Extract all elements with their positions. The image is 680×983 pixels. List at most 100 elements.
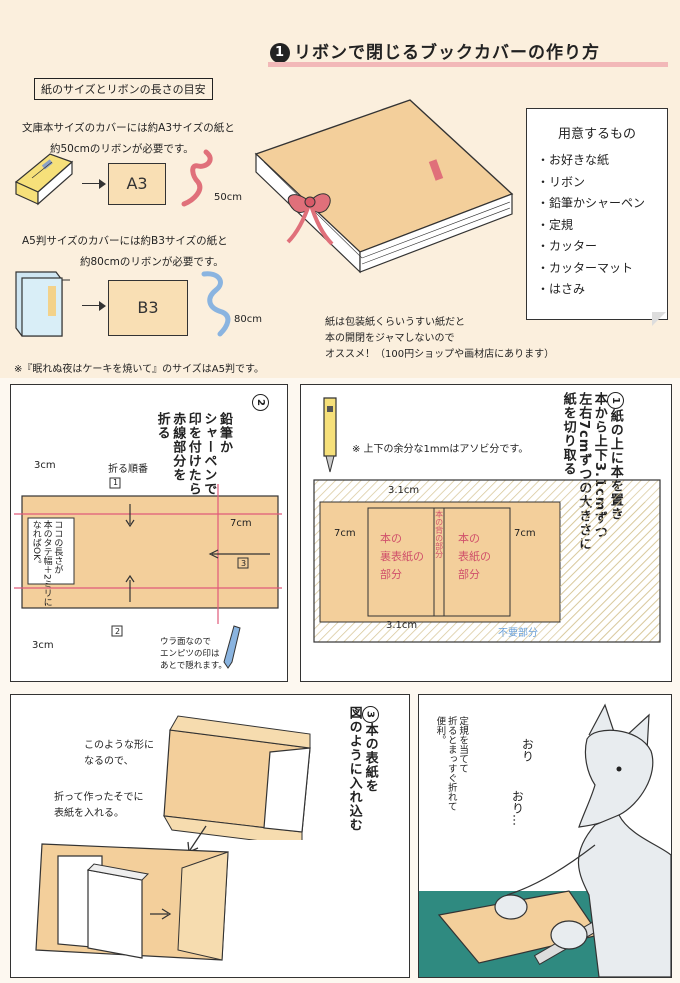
step-number-badge: 1 — [270, 43, 290, 63]
step4-tip-line: 折るとまっすぐ折れて — [445, 716, 457, 811]
footnote: ※『眠れぬ夜はケーキを焼いて』のサイズはA5判です。 — [14, 364, 264, 375]
ribbon1-length: 50cm — [214, 192, 242, 203]
step4-tip-line: 定規を当てて — [457, 716, 469, 773]
arrow-head — [99, 179, 106, 189]
inner-note-line: ココの長さが — [52, 520, 63, 574]
step1-dim-bottom: 3.1cm — [386, 620, 418, 631]
supply-item: ・定規 — [537, 217, 574, 232]
supply-item: ・鉛筆かシャーペン — [537, 196, 646, 210]
step1-text-line: 紙を切り取る — [560, 392, 576, 476]
step2-dim-right: 7cm — [230, 518, 252, 529]
step3-text-line: 図のように入れ込む — [346, 706, 362, 832]
step1-dim-left: 7cm — [334, 528, 356, 539]
a5-note-line: A5判サイズのカバーには約B3サイズの紙と — [22, 235, 228, 247]
step2-dim-top: 3cm — [34, 460, 56, 471]
step2-text-line: 印を付けたら — [185, 412, 201, 496]
supplies-list: ・お好きな紙 ・リボン ・鉛筆かシャーペン ・定規 ・カッター ・カッターマット… — [527, 150, 667, 301]
step4-tip-line: 便利。 — [434, 716, 446, 745]
step2-number-badge: 2 — [252, 394, 269, 411]
ribbon2-length: 80cm — [234, 314, 262, 325]
supply-item: ・お好きな紙 — [537, 153, 610, 167]
bunko-note: 文庫本サイズのカバーには約A3サイズの紙と 約50cmのリボンが必要です。 — [22, 120, 235, 156]
step1-note: ※ 上下の余分な1mmはアソビ分です。 — [352, 444, 529, 455]
step3-note1-line: なるので、 — [84, 756, 134, 767]
step3-note1: このような形に なるので、 — [84, 738, 154, 770]
title-underline — [268, 62, 668, 67]
blue-ribbon-icon — [201, 271, 231, 337]
fox-folding-illustration — [419, 703, 671, 977]
step4-tip: 定規を当てて 折るとまっすぐ折れて 便利。 — [434, 716, 468, 856]
supply-item: ・カッター — [537, 239, 598, 253]
front-cover-line: 表紙の — [458, 550, 491, 563]
bunko-note-line: 約50cmのリボンが必要です。 — [50, 143, 194, 155]
step2-text-line: 鉛筆か — [216, 412, 232, 454]
paper-b3-box: B3 — [108, 280, 188, 336]
inner-note-line: 本のタテ幅＋2ミリに — [41, 520, 52, 607]
step3-note2-line: 表紙を入れる。 — [54, 808, 124, 819]
step2-instructions: 鉛筆か シャーペンで 印を付けたら 赤線部分を 折る — [154, 412, 232, 532]
spine-label: 本の背の部分 — [434, 510, 444, 558]
pencil-icon — [223, 625, 241, 669]
pencil-note-line: ウラ面なので — [160, 637, 212, 647]
step1-dim-right: 7cm — [514, 528, 536, 539]
back-cover-line: 裏表紙の — [380, 550, 424, 563]
order-1: 1 — [113, 478, 119, 487]
sound-ori-1: おり — [520, 738, 535, 762]
title-text: リボンで閉じるブックカバーの作り方 — [294, 43, 600, 63]
supplies-heading: 用意するもの — [557, 127, 636, 142]
paper-note: 紙は包装紙くらいうすい紙だと 本の開閉をジャマしないので オススメ！（100円シ… — [325, 315, 554, 363]
paper-note-line: 紙は包装紙くらいうすい紙だと — [325, 317, 465, 328]
a5-note: A5判サイズのカバーには約B3サイズの紙と 約80cmのリボンが必要です。 — [22, 233, 228, 269]
step3-note1-line: このような形に — [84, 740, 154, 751]
supply-item: ・はさみ — [537, 282, 586, 296]
a5-book-illustration — [15, 271, 70, 337]
inserting-book-illustration — [35, 843, 229, 961]
pencil-note: ウラ面なので エンピツの印は あとで隠れます。 — [160, 636, 227, 672]
pencil-note-line: エンピツの印は — [160, 649, 220, 659]
front-cover-label: 本の 表紙の 部分 — [458, 530, 491, 584]
step2-text-line: 折る — [154, 412, 170, 440]
back-cover-label: 本の 裏表紙の 部分 — [380, 530, 424, 584]
arrow — [82, 305, 102, 307]
front-cover-line: 部分 — [458, 568, 480, 581]
step1-cut-diagram — [313, 479, 661, 643]
step3-note2-line: 折って作ったそでに — [54, 792, 144, 803]
pencil-note-line: あとで隠れます。 — [160, 661, 227, 671]
step2-text-line: 赤線部分を — [170, 412, 186, 482]
waste-label: 不要部分 — [498, 628, 538, 639]
order-3: 3 — [241, 559, 247, 568]
step2-number: 2 — [252, 394, 269, 411]
front-cover-line: 本の — [458, 532, 480, 545]
supply-item: ・カッターマット — [537, 260, 634, 275]
step2-fold-diagram — [14, 477, 282, 637]
a5-note-line: 約80cmのリボンが必要です。 — [80, 256, 224, 268]
folded-paper-illustration — [163, 715, 311, 840]
bunko-book-illustration — [14, 153, 74, 206]
paper-a3-box: A3 — [108, 163, 166, 205]
step2-inner-note: ココの長さが 本のタテ幅＋2ミリに なればOK。 — [30, 520, 63, 610]
step1-number-badge: 1 — [606, 392, 624, 409]
page-curl — [652, 312, 666, 326]
step3-instructions: 3本の表紙を 図のように入れ込む — [346, 706, 379, 866]
size-heading: 紙のサイズとリボンの長さの目安 — [34, 78, 213, 100]
back-cover-line: 部分 — [380, 568, 402, 581]
step2-text-line: シャーペンで — [201, 412, 217, 496]
arrow — [82, 183, 102, 185]
bunko-note-line: 文庫本サイズのカバーには約A3サイズの紙と — [22, 122, 235, 134]
paper-note-line: 本の開閉をジャマしないので — [325, 333, 455, 344]
back-cover-line: 本の — [380, 532, 402, 545]
cutter-knife-icon — [323, 397, 337, 473]
step3-note2: 折って作ったそでに 表紙を入れる。 — [54, 790, 144, 822]
arrow-head — [99, 301, 106, 311]
step3-number-badge: 3 — [361, 706, 379, 723]
fold-order-label: 折る順番 — [108, 464, 148, 475]
step3-text-line: 本の表紙を — [362, 723, 378, 793]
step4-panel — [418, 694, 672, 978]
order-2: 2 — [115, 627, 121, 636]
paper-note-line: オススメ！（100円ショップや画材店にあります） — [325, 349, 555, 360]
book-cover-with-ribbon-illustration — [254, 99, 514, 274]
supply-item: ・リボン — [537, 174, 586, 189]
sound-ori-2: おり… — [510, 790, 525, 826]
step2-dim-bottom: 3cm — [32, 640, 54, 651]
